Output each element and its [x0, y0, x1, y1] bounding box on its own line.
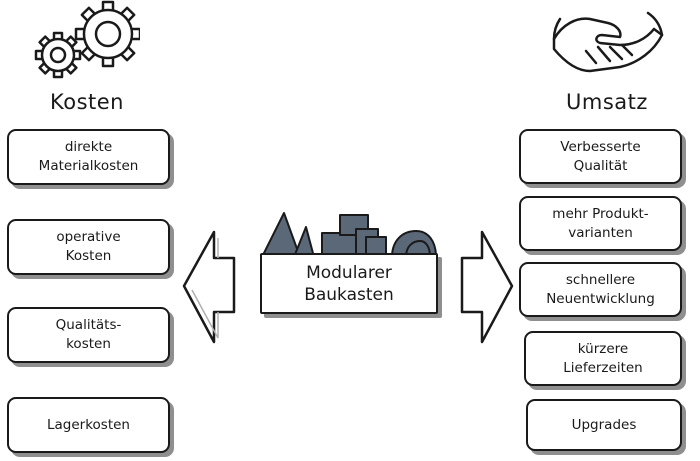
handshake-icon	[552, 11, 664, 73]
right-box-2: mehr Produkt- varianten	[519, 196, 682, 251]
modular-kit-label: Modularer Baukasten	[304, 262, 394, 305]
right-box-1: Verbesserte Qualität	[519, 129, 682, 184]
left-box-3: Qualitäts- kosten	[7, 307, 170, 363]
gears-icon	[34, 0, 140, 79]
right-box-5: Upgrades	[526, 399, 682, 451]
kosten-heading: Kosten	[50, 90, 124, 114]
building-blocks-icon	[261, 212, 437, 258]
right-box-4: kürzere Lieferzeiten	[524, 331, 682, 386]
umsatz-heading: Umsatz	[566, 90, 648, 114]
modular-kit-box	[260, 253, 438, 314]
left-box-4: Lagerkosten	[7, 397, 170, 453]
left-box-1: direkte Materialkosten	[7, 129, 170, 185]
right-box-3: schnellere Neuentwicklung	[519, 262, 682, 317]
right-arrow-icon	[460, 230, 514, 344]
left-arrow-icon	[182, 230, 236, 344]
left-box-2: operative Kosten	[7, 219, 170, 275]
